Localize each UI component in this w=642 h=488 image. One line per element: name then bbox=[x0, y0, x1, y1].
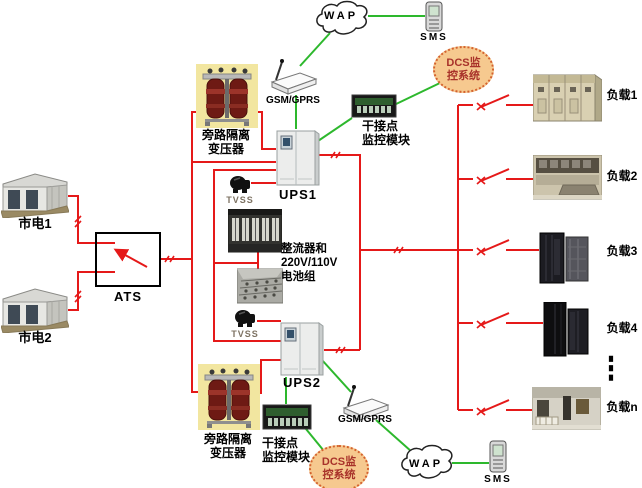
load-2-label: 负载2 bbox=[606, 169, 638, 183]
dry-contact-module-1-label: 干接点 监控模块 bbox=[362, 119, 410, 147]
ups-2-label: UPS2 bbox=[283, 375, 321, 390]
wap-cloud-2-label: WAP bbox=[408, 458, 444, 470]
black-cabinets-icon bbox=[543, 301, 589, 357]
rectifier-battery-label: 整流器和 220V/110V 电池组 bbox=[281, 242, 337, 284]
breaker-switch-load4 bbox=[458, 312, 543, 329]
mains-2-label: 市电2 bbox=[18, 330, 52, 345]
bypass-transformer-1 bbox=[196, 64, 258, 133]
tvss-2 bbox=[233, 308, 257, 333]
ups-cabinet-icon bbox=[280, 322, 324, 376]
breaker-switch-loadn bbox=[458, 399, 533, 416]
load-2-equipment bbox=[532, 154, 603, 206]
battery-rack-icon bbox=[236, 268, 284, 304]
dry-contact-module-2-label-line2: 监控模块 bbox=[262, 450, 311, 464]
mobile-phone-icon bbox=[489, 440, 507, 473]
substation-building-icon bbox=[0, 173, 70, 219]
ups-cabinet-icon bbox=[276, 130, 320, 186]
mains-2-building bbox=[0, 285, 70, 338]
load-3-label: 负载3 bbox=[606, 244, 638, 258]
dcs-system-2-label-line2: 控系统 bbox=[322, 468, 356, 481]
dry-contact-module-1-label-line1: 干接点 bbox=[362, 119, 399, 133]
gsm-modem-1 bbox=[266, 58, 318, 101]
breaker-switch-load3 bbox=[458, 239, 539, 256]
transformer-1-label-line1: 旁路隔离 bbox=[201, 128, 250, 142]
dry-contact-module-2 bbox=[262, 403, 312, 436]
breaker-switch-load1 bbox=[458, 94, 534, 111]
surge-protector-icon bbox=[230, 176, 250, 193]
dry-contact-module-1-label-line2: 监控模块 bbox=[362, 133, 411, 147]
rectifier-cabinet bbox=[227, 208, 283, 258]
io-module-board-icon bbox=[351, 94, 397, 118]
load-n-equipment bbox=[531, 386, 602, 436]
bypass-transformer-2 bbox=[198, 364, 260, 435]
dcs-system-2: DCS监 控系统 bbox=[309, 445, 369, 488]
more-loads-ellipsis: ⋮ bbox=[599, 351, 623, 388]
io-module-board-icon bbox=[262, 404, 312, 430]
comm-wires bbox=[285, 15, 489, 464]
tvss-1-label: TVSS bbox=[226, 195, 254, 205]
ups-1-cabinet bbox=[276, 129, 320, 192]
tvss-2-label: TVSS bbox=[231, 329, 259, 339]
transformer-icon bbox=[198, 364, 260, 430]
dry-contact-module-2-label: 干接点 监控模块 bbox=[262, 436, 310, 464]
gsm-modem-2-label: GSM/GPRS bbox=[338, 414, 392, 425]
mains-1-building bbox=[0, 170, 70, 223]
mains-1-label: 市电1 bbox=[18, 216, 52, 231]
breaker-switch-load2 bbox=[458, 168, 534, 185]
cloud-icon bbox=[316, 0, 368, 35]
dcs-system-1-label-line2: 控系统 bbox=[447, 69, 480, 82]
sms-phone-2-label: SMS bbox=[484, 474, 512, 485]
gsm-modem-1-label: GSM/GPRS bbox=[266, 95, 320, 106]
wap-cloud-1-label: WAP bbox=[323, 10, 359, 22]
ups-1-label: UPS1 bbox=[279, 187, 317, 202]
load-n-label: 负载n bbox=[606, 400, 638, 414]
transformer-2-label-line2: 变压器 bbox=[209, 446, 246, 460]
dry-contact-module-2-label-line1: 干接点 bbox=[262, 436, 299, 450]
transformer-1-label-line2: 变压器 bbox=[207, 142, 244, 156]
gsm-modem-2 bbox=[338, 384, 390, 427]
gsm-modem-icon bbox=[342, 385, 390, 421]
ats-switch-box bbox=[95, 232, 161, 287]
sms-phone-1 bbox=[424, 1, 444, 37]
transformer-2-label: 旁路隔离 变压器 bbox=[188, 432, 268, 460]
cloud-icon bbox=[401, 444, 453, 479]
rectifier-battery-label-line2: 220V/110V bbox=[281, 257, 338, 269]
plant-control-room-icon bbox=[531, 386, 602, 430]
dcs-system-1: DCS监 控系统 bbox=[433, 46, 494, 93]
load-3-equipment bbox=[538, 231, 590, 289]
rectifier-battery-label-line3: 电池组 bbox=[281, 271, 316, 283]
power-wires bbox=[68, 105, 459, 410]
transformer-1-label: 旁路隔离 变压器 bbox=[186, 128, 266, 156]
wap-cloud-1 bbox=[313, 0, 369, 43]
surge-protector-icon bbox=[235, 310, 255, 327]
sms-phone-2 bbox=[488, 440, 508, 478]
battery-bank bbox=[236, 267, 284, 310]
dry-contact-module-1 bbox=[351, 93, 397, 124]
control-room-icon bbox=[532, 154, 603, 200]
sms-phone-1-label: SMS bbox=[420, 32, 448, 43]
ats-label: ATS bbox=[113, 289, 143, 304]
switchgear-row-icon bbox=[532, 74, 603, 122]
transformer-2-label-line1: 旁路隔离 bbox=[203, 432, 252, 446]
load-4-label: 负载4 bbox=[606, 321, 638, 335]
mobile-phone-icon bbox=[425, 1, 443, 32]
breaker-switches bbox=[458, 94, 543, 416]
cable-marks bbox=[74, 151, 404, 354]
rectifier-battery-label-line1: 整流器和 bbox=[281, 243, 327, 255]
ups-2-cabinet bbox=[280, 321, 324, 382]
load-4-equipment bbox=[542, 301, 592, 364]
load-1-equipment bbox=[532, 71, 603, 131]
transformer-icon bbox=[196, 64, 258, 128]
load-1-label: 负载1 bbox=[606, 88, 638, 102]
rectifier-cabinet-icon bbox=[227, 208, 283, 253]
dcs-system-2-label-line1: DCS监 bbox=[321, 455, 357, 468]
server-cabinets-icon bbox=[539, 232, 589, 284]
wap-cloud-2 bbox=[398, 442, 454, 487]
dcs-system-1-label-line1: DCS监 bbox=[446, 56, 481, 69]
tvss-1 bbox=[228, 174, 252, 199]
gsm-modem-icon bbox=[270, 59, 318, 95]
substation-building-icon bbox=[0, 288, 70, 334]
